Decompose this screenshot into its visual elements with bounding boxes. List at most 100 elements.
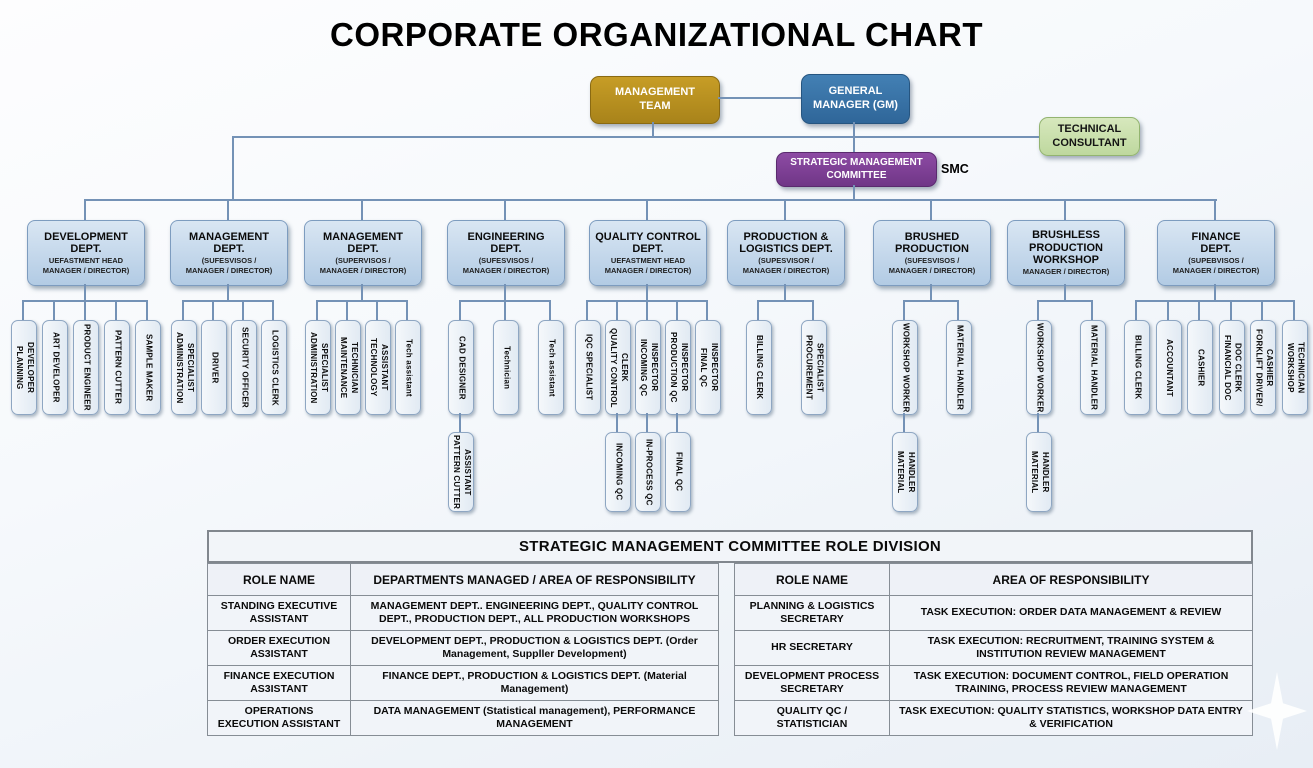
sub-role-box: IN-PROCESS QC bbox=[635, 432, 661, 512]
role-label: ADMINISTRATION SPECIALIST bbox=[175, 331, 195, 404]
sparkle-icon bbox=[1247, 672, 1307, 750]
role-label: ACCOUNTANT bbox=[1165, 338, 1175, 397]
role-box: ADMINISTRATION SPECIALIST bbox=[171, 320, 197, 415]
connector-line bbox=[549, 300, 551, 320]
connector-line bbox=[146, 300, 148, 320]
connector-line bbox=[1261, 300, 1264, 320]
connector-line bbox=[1037, 300, 1093, 302]
role-name-cell: DEVELOPMENT PROCESS SECRETARY bbox=[734, 665, 890, 701]
department-title: FINANCE DEPT. bbox=[1191, 230, 1241, 256]
responsibility-cell: TASK EXECUTION: ORDER DATA MANAGEMENT & … bbox=[889, 595, 1253, 631]
department-subtitle: UEFASTMENT HEAD MANAGER / DIRECTOR) bbox=[604, 256, 692, 275]
connector-line bbox=[1198, 300, 1201, 320]
department-box: QUALITY CONTROL DEPT.UEFASTMENT HEAD MAN… bbox=[589, 220, 707, 286]
role-box: FINANCIAL DOC DOC CLERK bbox=[1218, 320, 1245, 415]
connector-line bbox=[811, 300, 814, 320]
connector-line bbox=[232, 136, 234, 201]
role-name-cell: STANDING EXECUTIVE ASSISTANT bbox=[207, 595, 351, 631]
connector-line bbox=[646, 284, 648, 300]
connector-line bbox=[227, 284, 229, 300]
role-name-cell: QUALITY QC / STATISTICIAN bbox=[734, 700, 890, 736]
role-label: CAD DESIGNER bbox=[457, 335, 467, 400]
table-title: STRATEGIC MANAGEMENT COMMITTEE ROLE DIVI… bbox=[207, 530, 1253, 563]
department-subtitle: UEFASTMENT HEAD MANAGER / DIRECTOR) bbox=[42, 256, 130, 275]
role-box: Tech assistant bbox=[395, 320, 421, 415]
connector-line bbox=[406, 300, 408, 320]
connector-line bbox=[1091, 300, 1093, 320]
role-box: IQC SPECIALIST bbox=[575, 320, 601, 415]
role-box: QUALITY CONTROL CLERK bbox=[605, 320, 631, 415]
role-label: QUALITY CONTROL CLERK bbox=[609, 327, 629, 408]
role-box: MATERIAL HANDLER bbox=[946, 320, 972, 415]
responsibility-cell: FINANCE DEPT., PRODUCTION & LOGISTICS DE… bbox=[350, 665, 719, 701]
sub-role-label: PATTERN CUTTER ASSISTANT bbox=[452, 434, 472, 510]
role-box: CASHIER bbox=[1187, 320, 1214, 415]
department-title: MANAGEMENT DEPT. bbox=[188, 230, 270, 256]
role-name-cell: ORDER EXECUTION AS3ISTANT bbox=[207, 630, 351, 666]
role-box: FORKLIFT DRIVER/ CASHIER bbox=[1250, 320, 1277, 415]
role-box: INCOMING QC INSPECTOR bbox=[635, 320, 661, 415]
role-label: CASHIER bbox=[1196, 348, 1206, 387]
column-header: ROLE NAME bbox=[734, 563, 890, 596]
connector-line bbox=[1135, 300, 1295, 302]
role-box: PRODUCTION QC INSPECTOR bbox=[665, 320, 691, 415]
connector-line bbox=[646, 300, 648, 320]
column-header: DEPARTMENTS MANAGED / AREA OF RESPONSIBI… bbox=[350, 563, 719, 596]
role-label: Tech assistant bbox=[404, 338, 414, 397]
role-box: WORKSHOP WORKER bbox=[1026, 320, 1052, 415]
general-manager-box: GENERAL MANAGER (GM) bbox=[801, 74, 910, 124]
technical-consultant-box: TECHNICAL CONSULTANT bbox=[1039, 117, 1140, 156]
connector-line bbox=[586, 300, 588, 320]
role-label: LOGISTICS CLERK bbox=[270, 329, 280, 406]
management-team-box: MANAGEMENT TEAM bbox=[590, 76, 720, 124]
responsibility-cell: MANAGEMENT DEPT.. ENGINEERING DEPT., QUA… bbox=[350, 595, 719, 631]
connector-line bbox=[1064, 284, 1066, 300]
role-label: PRODUCT ENGINEER bbox=[82, 324, 92, 411]
sub-role-label: IN-PROCESS QC bbox=[644, 438, 654, 506]
responsibility-cell: TASK EXECUTION: RECRUITMENT, TRAINING SY… bbox=[889, 630, 1253, 666]
connector-line bbox=[1292, 300, 1295, 320]
role-label: BILLING CLERK bbox=[754, 335, 764, 400]
connector-line bbox=[903, 413, 905, 432]
connector-line bbox=[853, 185, 855, 201]
department-box: MANAGEMENT DEPT.(SUPERVISOS / MANAGER / … bbox=[304, 220, 422, 286]
role-label: TECHNOLOGY ASSISTANT bbox=[369, 338, 389, 397]
connector-line bbox=[272, 300, 274, 320]
department-title: BRUSHED PRODUCTION bbox=[895, 230, 969, 256]
responsibility-cell: DATA MANAGEMENT (Statistical management)… bbox=[350, 700, 719, 736]
connector-line bbox=[903, 300, 959, 302]
department-title: PRODUCTION & LOGISTICS DEPT. bbox=[739, 230, 833, 256]
role-label: WORKSHOP TECHNICIAN bbox=[1285, 341, 1306, 394]
department-subtitle: (SUPEBVISOS / MANAGER / DIRECTOR) bbox=[1172, 256, 1260, 275]
sub-role-box: FINAL QC bbox=[665, 432, 691, 512]
sub-role-box: PATTERN CUTTER ASSISTANT bbox=[448, 432, 474, 512]
department-box: BRUSHED PRODUCTION(SUFESVISOS / MANAGER … bbox=[873, 220, 991, 286]
role-label: PLANNING DEVELOPER bbox=[15, 341, 35, 394]
role-label: WORKSHOP WORKER bbox=[901, 322, 911, 413]
connector-line bbox=[903, 300, 905, 320]
department-title: QUALITY CONTROL DEPT. bbox=[595, 230, 701, 256]
connector-line bbox=[459, 413, 461, 432]
connector-line bbox=[1214, 199, 1216, 220]
department-box: DEVELOPMENT DEPT.UEFASTMENT HEAD MANAGER… bbox=[27, 220, 145, 286]
connector-line bbox=[115, 300, 117, 320]
connector-line bbox=[316, 300, 318, 320]
department-subtitle: (SUFESVISOS / MANAGER / DIRECTOR) bbox=[185, 256, 273, 275]
role-box: ADMINISTRATION SPECIALIST bbox=[305, 320, 331, 415]
connector-line bbox=[227, 199, 229, 220]
role-label: ART DEVELOPER bbox=[51, 332, 61, 403]
sub-role-label: MATERIAL HANDLER bbox=[896, 450, 916, 494]
connector-line bbox=[346, 300, 348, 320]
role-box: WORKSHOP TECHNICIAN bbox=[1281, 320, 1308, 415]
sub-role-label: MATERIAL HANDLER bbox=[1030, 450, 1050, 494]
connector-line bbox=[652, 122, 654, 137]
connector-line bbox=[504, 284, 506, 300]
